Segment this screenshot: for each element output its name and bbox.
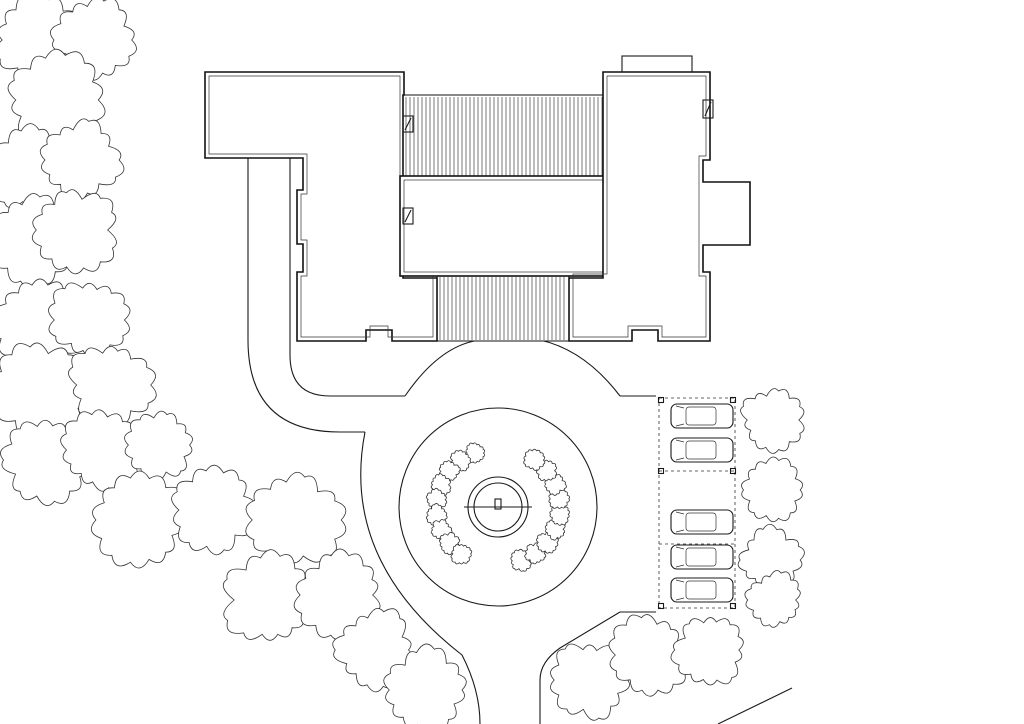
bollard-icon xyxy=(657,467,665,475)
tree-icon xyxy=(670,617,744,686)
tree-icon xyxy=(744,570,801,628)
car-icon xyxy=(670,544,734,570)
building xyxy=(204,55,751,342)
car-icon xyxy=(670,577,734,603)
shrub-icon xyxy=(465,442,486,464)
car-icon xyxy=(670,403,734,429)
car-icon xyxy=(670,509,734,535)
bollard-icon xyxy=(657,602,665,610)
roof-hatching-upper xyxy=(405,97,603,176)
bollard-icon xyxy=(657,396,665,404)
tree-icon xyxy=(245,471,347,564)
stair-icon xyxy=(402,207,414,225)
fountain xyxy=(464,476,532,538)
tree-icon xyxy=(608,614,689,697)
roof-hatching-lower xyxy=(439,277,565,340)
tree-canopy-group-left xyxy=(0,0,744,724)
tree-icon xyxy=(124,410,193,483)
roundabout-planters xyxy=(425,442,570,572)
bollard-icon xyxy=(729,396,737,404)
parking-bollards xyxy=(657,396,737,610)
tree-icon xyxy=(740,388,805,454)
tree-icon xyxy=(741,456,804,523)
tree-icon xyxy=(222,549,311,641)
tree-icon xyxy=(171,464,259,556)
shrub-icon xyxy=(523,448,546,471)
parking-area xyxy=(657,396,737,610)
bollard-icon xyxy=(729,467,737,475)
tree-icon xyxy=(383,643,467,724)
stair-icon xyxy=(702,99,714,119)
bollard-icon xyxy=(729,602,737,610)
tree-canopy-group-right xyxy=(737,388,805,628)
parked-cars xyxy=(670,403,734,603)
car-icon xyxy=(670,437,734,463)
tree-icon xyxy=(31,189,117,275)
tree-icon xyxy=(68,346,157,429)
tree-icon xyxy=(39,118,125,203)
stair-icon xyxy=(402,115,414,133)
tree-icon xyxy=(90,470,190,569)
shrub-icon xyxy=(450,544,473,565)
roundabout-island xyxy=(398,407,598,607)
